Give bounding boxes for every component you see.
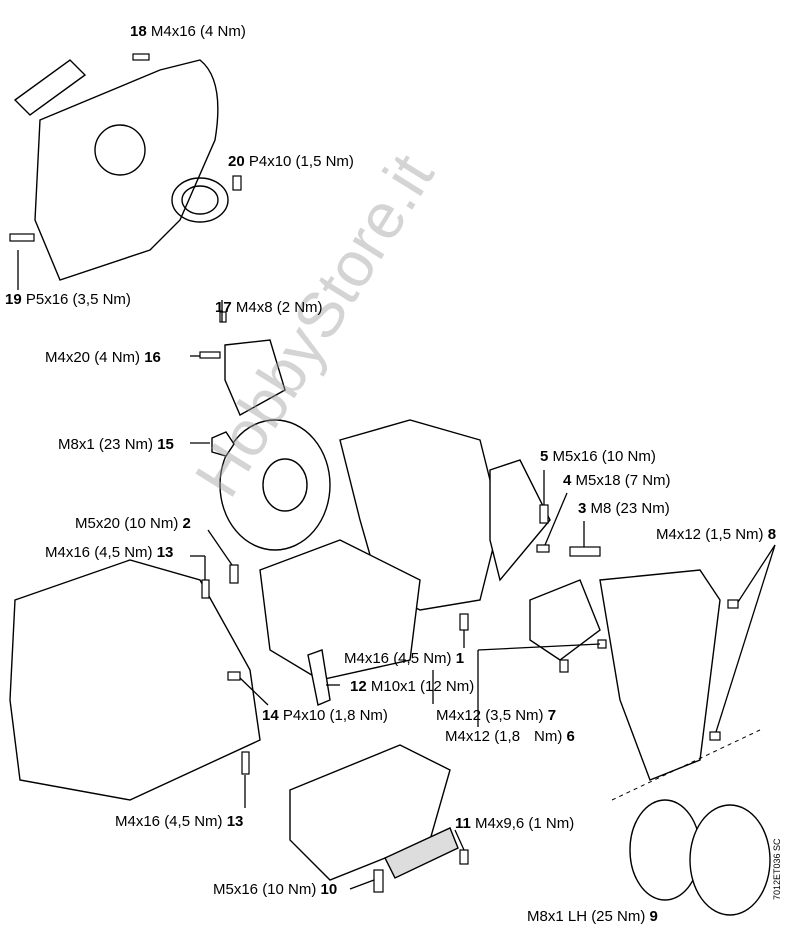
part-number: 13 [226, 813, 244, 830]
callout-17: 17 M4x8 (2 Nm) [215, 299, 323, 316]
part-number: 7 [547, 707, 557, 724]
handle-housing [9, 559, 261, 801]
callout-3: 3 M8 (23 Nm) [578, 500, 670, 517]
fastener-spec: M8 (23 Nm) [590, 500, 670, 517]
leader-lines [17, 250, 776, 890]
fastener-spec: M4x20 (4 Nm) [45, 349, 141, 366]
fastener-spec: P4x10 (1,5 Nm) [248, 153, 354, 170]
fastener-spec: M5x20 (10 Nm) [75, 515, 179, 532]
part-number: 14 [262, 707, 279, 724]
part-number: 5 [540, 448, 549, 465]
part-number: 6 [566, 728, 575, 745]
fastener-spec-cont: Nm) [534, 728, 563, 745]
fastener-spec: M4x12 (3,5 Nm) [436, 707, 544, 724]
oil-pump [529, 579, 601, 661]
sprocket-cover [599, 569, 721, 781]
callout-7: M4x12 (3,5 Nm) 7 [436, 707, 556, 724]
nut-15 [211, 431, 235, 457]
fastener-spec: P4x10 (1,8 Nm) [282, 707, 388, 724]
callout-6: M4x12 (1,8 Nm) 6 [445, 728, 575, 745]
chain-guide-plate [489, 459, 551, 582]
part-number: 4 [563, 472, 572, 489]
starter-handle [13, 59, 87, 116]
part-number: 18 [130, 23, 147, 40]
clutch [689, 804, 771, 916]
spark-plug [307, 649, 331, 706]
fastener-spec: M4x12 (1,8 [445, 728, 521, 745]
callout-18: 18 M4x16 (4 Nm) [130, 23, 246, 40]
part-number: 10 [320, 881, 338, 898]
flywheel [219, 419, 331, 551]
callout-13: M4x16 (4,5 Nm) 13 [45, 544, 173, 561]
fastener-spec: M5x18 (7 Nm) [575, 472, 671, 489]
fastener-spec: M8x1 LH (25 Nm) [527, 908, 646, 925]
fastener-spec: M4x12 (1,5 Nm) [656, 526, 764, 543]
muffler-screen [384, 827, 459, 879]
callout-2: M5x20 (10 Nm) 2 [75, 515, 191, 532]
fastener-spec: M4x16 (4 Nm) [150, 23, 246, 40]
part-number: 16 [144, 349, 161, 366]
callout-1: M4x16 (4,5 Nm) 1 [344, 650, 464, 667]
part-number: 3 [578, 500, 587, 517]
part-number: 2 [182, 515, 191, 532]
part-number: 11 [455, 815, 471, 832]
starter-pulley [94, 124, 146, 176]
part-number: 17 [215, 299, 232, 316]
fastener-spec: M10x1 (12 Nm) [370, 678, 475, 695]
callout-14: 14 P4x10 (1,8 Nm) [262, 707, 388, 724]
callout-11: 11 M4x9,6 (1 Nm) [455, 815, 574, 832]
part-number: 13 [156, 544, 174, 561]
fastener-spec: M4x8 (2 Nm) [235, 299, 323, 316]
cylinder [259, 539, 421, 681]
callout-19: 19 P5x16 (3,5 Nm) [5, 291, 131, 308]
part-number: 1 [455, 650, 465, 667]
fastener-spec: M4x16 (4,5 Nm) [115, 813, 223, 830]
callout-9: M8x1 LH (25 Nm) 9 [527, 908, 658, 925]
part-number: 15 [157, 436, 174, 453]
fastener-spec: M5x16 (10 Nm) [213, 881, 317, 898]
callout-12: 12 M10x1 (12 Nm) [350, 678, 474, 695]
callout-8: M4x12 (1,5 Nm) 8 [656, 526, 776, 543]
fastener-spec: M8x1 (23 Nm) [58, 436, 154, 453]
drawing-code: 7012ET036 SC [772, 838, 782, 900]
callout-13: M4x16 (4,5 Nm) 13 [115, 813, 243, 830]
part-number: 19 [5, 291, 22, 308]
callout-4: 4 M5x18 (7 Nm) [563, 472, 671, 489]
ignition-module [224, 339, 286, 416]
fastener-spec: M4x16 (4,5 Nm) [45, 544, 153, 561]
rewind-spring [171, 177, 229, 223]
part-number: 9 [649, 908, 658, 925]
callout-15: M8x1 (23 Nm) 15 [58, 436, 174, 453]
fastener-spec: P5x16 (3,5 Nm) [25, 291, 131, 308]
part-number: 12 [350, 678, 367, 695]
fastener-spec: M5x16 (10 Nm) [552, 448, 656, 465]
part-number: 8 [767, 526, 777, 543]
starter-cover [34, 59, 219, 281]
callout-5: 5 M5x16 (10 Nm) [540, 448, 656, 465]
callout-20: 20 P4x10 (1,5 Nm) [228, 153, 354, 170]
callout-16: M4x20 (4 Nm) 16 [45, 349, 161, 366]
clutch-drum [629, 799, 701, 901]
fastener-spec: M4x16 (4,5 Nm) [344, 650, 452, 667]
callout-10: M5x16 (10 Nm) 10 [213, 881, 337, 898]
part-number: 20 [228, 153, 245, 170]
fastener-spec: M4x9,6 (1 Nm) [475, 815, 575, 832]
